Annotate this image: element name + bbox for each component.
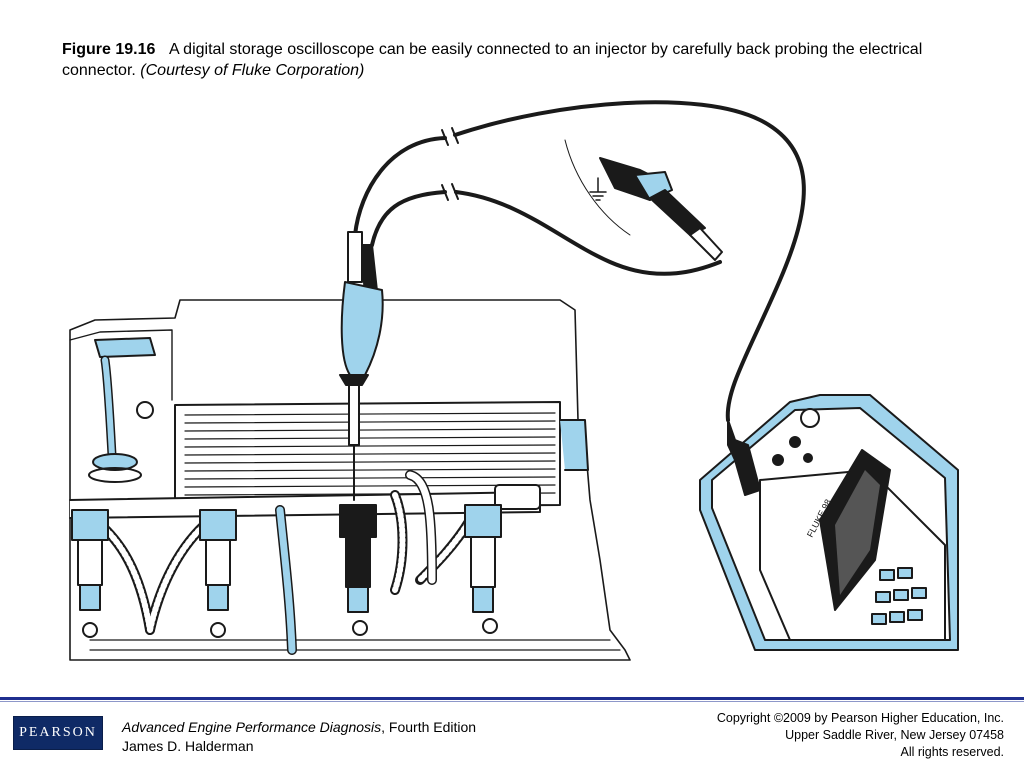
oscilloscope-injector-illustration: FLUKE 98	[69, 100, 959, 661]
footer-rule	[0, 697, 1024, 700]
figure-caption: Figure 19.16 A digital storage oscillosc…	[62, 39, 962, 81]
probe-cables	[353, 100, 806, 422]
pearson-logo: PEARSON	[13, 716, 103, 750]
fuel-injectors	[71, 504, 502, 613]
ground-clip	[564, 139, 723, 261]
book-author: James D. Halderman	[122, 738, 254, 754]
caption-credit: (Courtesy of Fluke Corporation)	[140, 62, 365, 79]
pearson-logo-text: PEARSON	[19, 725, 97, 740]
figure-number: Figure 19.16	[62, 41, 156, 58]
book-edition: , Fourth Edition	[381, 719, 477, 735]
rights-line: All rights reserved.	[900, 745, 1004, 759]
probe-body	[339, 231, 384, 501]
footer-rule-thin	[0, 701, 1024, 702]
copyright-line: Copyright ©2009 by Pearson Higher Educat…	[716, 711, 1004, 725]
copyright-notice: Copyright ©2009 by Pearson Higher Educat…	[717, 710, 1004, 761]
oscilloscope-meter: FLUKE 98	[699, 394, 959, 651]
fuel-rail-fins	[69, 401, 589, 519]
publisher-address: Upper Saddle River, New Jersey 07458	[785, 728, 1004, 742]
caption-text: A digital storage oscilloscope can be ea…	[62, 41, 923, 79]
book-citation: Advanced Engine Performance Diagnosis, F…	[122, 718, 476, 756]
intake-tube	[88, 337, 156, 483]
book-title: Advanced Engine Performance Diagnosis	[122, 719, 382, 735]
